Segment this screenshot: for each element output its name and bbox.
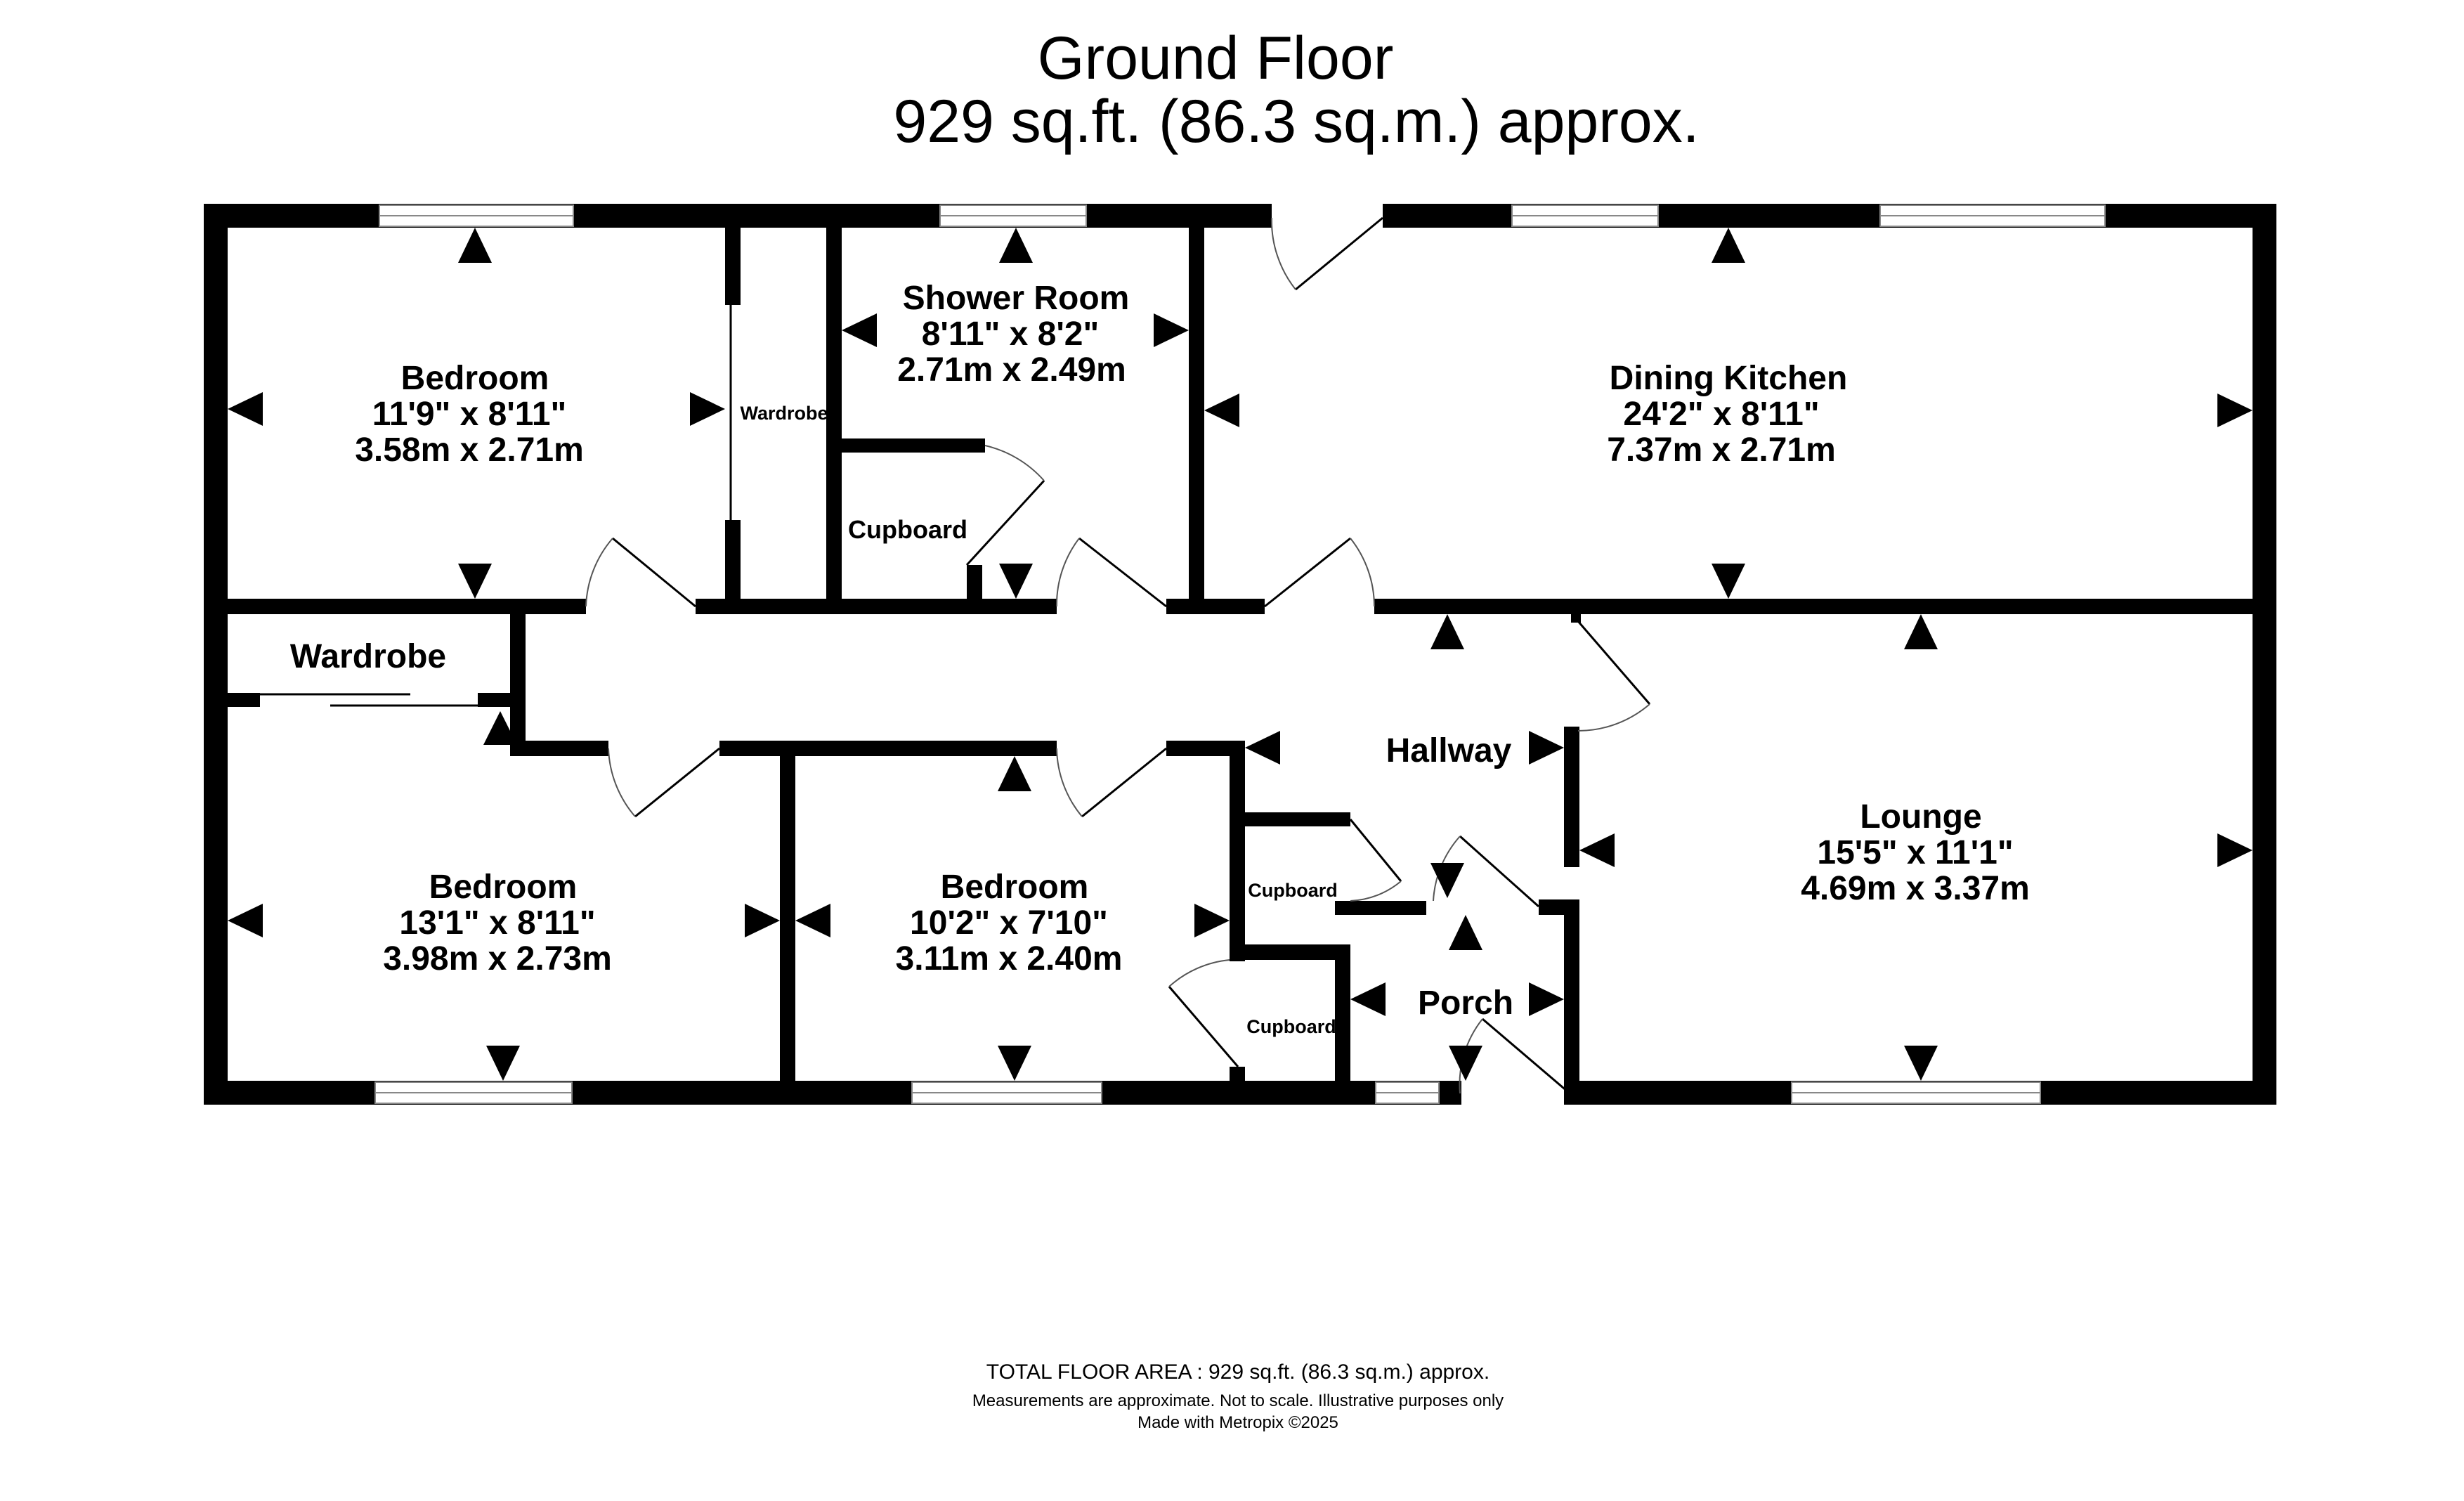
door-bedroom-1 <box>585 537 696 608</box>
arrow-down-icon <box>999 564 1033 599</box>
arrow-up-icon <box>998 756 1031 791</box>
footer-disclaimer: Measurements are approximate. Not to sca… <box>972 1391 1504 1410</box>
arrow-left-icon <box>1245 731 1280 765</box>
room-bedroom-3: Bedroom 10'2" x 7'10" 3.11m x 2.40m <box>896 869 1123 977</box>
arrow-up-icon <box>1904 614 1938 649</box>
room-dimensions-metric: 7.37m x 2.71m <box>1607 431 1836 469</box>
window-bedroom-top <box>379 204 574 227</box>
arrow-up-icon <box>483 711 517 745</box>
arrow-left-icon <box>842 313 877 347</box>
arrow-left-icon <box>228 392 263 426</box>
room-name: Bedroom <box>429 869 578 906</box>
window-porch <box>1375 1081 1440 1104</box>
room-dimensions-metric: 3.98m x 2.73m <box>383 940 612 977</box>
arrow-down-icon <box>486 1046 520 1081</box>
door-shower-room <box>1055 537 1167 608</box>
room-dimensions-metric: 3.58m x 2.71m <box>355 431 584 469</box>
room-dimensions-metric: 2.71m x 2.49m <box>897 351 1126 389</box>
door-kitchen-external <box>1270 216 1383 291</box>
interior-walls <box>228 228 2253 1105</box>
arrow-left-icon <box>1350 982 1386 1016</box>
room-name: Bedroom <box>401 360 549 397</box>
arrow-up-icon <box>1430 614 1464 649</box>
arrow-left-icon <box>1579 833 1615 867</box>
door-bedroom-3 <box>1056 747 1167 818</box>
label-wardrobe-small: Wardrobe <box>740 403 828 424</box>
arrow-up-icon <box>999 228 1033 263</box>
arrow-right-icon <box>745 904 780 937</box>
arrow-right-icon <box>690 392 725 426</box>
room-dimensions-imperial: 10'2" x 7'10" <box>910 904 1108 942</box>
arrow-up-icon <box>458 228 492 263</box>
window-lounge <box>1791 1081 2041 1104</box>
window-kitchen-1 <box>1511 204 1659 227</box>
floor-title: Ground Floor <box>1038 25 1394 92</box>
window-shower-room <box>939 204 1087 227</box>
arrow-down-icon <box>1712 564 1745 599</box>
arrow-down-icon <box>998 1046 1031 1081</box>
arrow-right-icon <box>1194 904 1230 937</box>
label-wardrobe-large: Wardrobe <box>290 638 446 675</box>
room-dimensions-imperial: 13'1" x 8'11" <box>399 904 595 942</box>
room-name: Dining Kitchen <box>1610 360 1848 397</box>
arrow-left-icon <box>1204 394 1239 427</box>
arrow-right-icon <box>1529 731 1564 765</box>
footer-total-area: TOTAL FLOOR AREA : 929 sq.ft. (86.3 sq.m… <box>986 1360 1490 1384</box>
label-cupboard-bedroom: Cupboard <box>1246 1016 1336 1037</box>
arrow-up-icon <box>1712 228 1745 263</box>
door-bedroom-2 <box>608 747 720 818</box>
room-dimensions-metric: 3.11m x 2.40m <box>896 940 1123 977</box>
door-kitchen-internal <box>1264 537 1375 608</box>
room-name: Lounge <box>1860 798 1981 836</box>
room-dimensions-imperial: 11'9" x 8'11" <box>372 396 567 433</box>
room-dimensions-metric: 4.69m x 3.37m <box>1801 870 2030 907</box>
room-dimensions-imperial: 8'11" x 8'2" <box>922 316 1100 353</box>
arrow-down-icon <box>458 564 492 599</box>
windows <box>374 204 2106 1104</box>
door-bedroom-cupboard <box>1168 959 1239 1067</box>
arrow-down-icon <box>1449 1046 1482 1081</box>
door-hall-cupboard <box>1349 819 1402 902</box>
door-lounge <box>1577 620 1651 732</box>
arrow-down-icon <box>1430 863 1464 898</box>
arrow-right-icon <box>2217 394 2253 427</box>
window-bedroom-bottom-left <box>374 1081 573 1104</box>
dimension-arrows <box>228 228 2253 1081</box>
arrow-left-icon <box>795 904 830 937</box>
label-cupboard-hall: Cupboard <box>1248 880 1338 901</box>
room-porch: Porch <box>1418 985 1513 1022</box>
window-kitchen-2 <box>1879 204 2106 227</box>
room-name: Bedroom <box>941 869 1089 906</box>
floor-area-title: 929 sq.ft. (86.3 sq.m.) approx. <box>893 88 1699 155</box>
arrow-left-icon <box>228 904 263 937</box>
arrow-right-icon <box>1529 982 1564 1016</box>
footer-credit: Made with Metropix ©2025 <box>1138 1413 1338 1432</box>
room-dining-kitchen: Dining Kitchen 24'2" x 8'11" 7.37m x 2.7… <box>1607 360 1847 469</box>
room-shower-room: Shower Room 8'11" x 8'2" 2.71m x 2.49m <box>897 280 1129 389</box>
room-dimensions-imperial: 24'2" x 8'11" <box>1623 396 1819 433</box>
door-shower-cupboard <box>965 445 1045 566</box>
wardrobe-sliding-door-2 <box>257 693 481 707</box>
room-name: Shower Room <box>903 280 1130 317</box>
room-bedroom-1: Bedroom 11'9" x 8'11" 3.58m x 2.71m <box>355 360 584 469</box>
label-cupboard-shower: Cupboard <box>848 515 967 544</box>
room-dimensions-imperial: 15'5" x 11'1" <box>1817 834 2013 871</box>
arrow-down-icon <box>1904 1046 1938 1081</box>
arrow-up-icon <box>1449 915 1482 950</box>
room-lounge: Lounge 15'5" x 11'1" 4.69m x 3.37m <box>1801 798 2030 907</box>
window-bedroom-bottom-mid <box>911 1081 1102 1104</box>
arrow-right-icon <box>2217 833 2253 867</box>
room-hallway: Hallway <box>1386 732 1512 769</box>
arrow-right-icon <box>1154 313 1189 347</box>
room-bedroom-2: Bedroom 13'1" x 8'11" 3.98m x 2.73m <box>383 869 612 977</box>
